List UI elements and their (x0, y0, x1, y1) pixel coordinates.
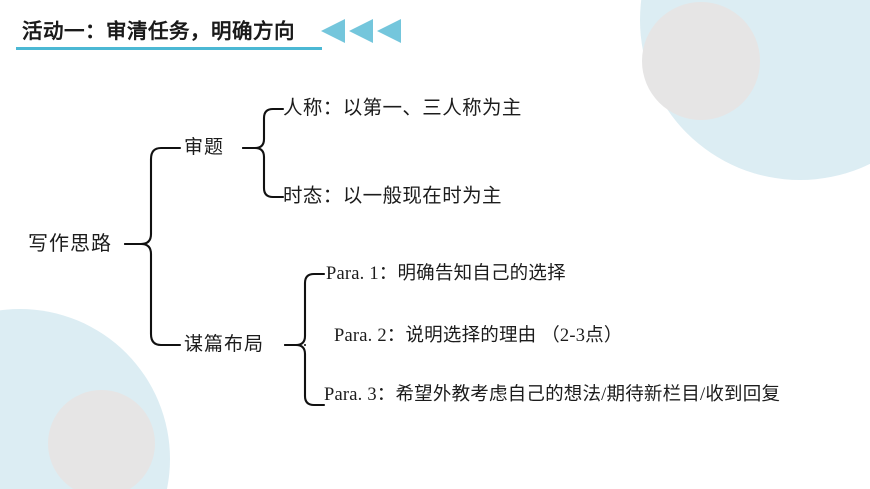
triple-left-chevron-icon (315, 18, 407, 44)
mindmap-leaf-para-3: Para. 3：希望外教考虑自己的想法/期待新栏目/收到回复 (324, 385, 781, 405)
mindmap-branch-shenti: 审题 (184, 137, 225, 158)
title-block: 活动一：审清任务，明确方向 (16, 21, 322, 50)
mindmap-root-node: 写作思路 (28, 233, 112, 255)
mindmap-branch-moupianbuju: 谋篇布局 (184, 334, 265, 355)
mindmap-leaf-tense: 时态：以一般现在时为主 (283, 186, 502, 207)
mindmap-leaf-para-2: Para. 2：说明选择的理由 （2-3点） (334, 326, 623, 346)
mindmap-leaf-para-1: Para. 1：明确告知自己的选择 (326, 264, 566, 284)
page-title: 活动一：审清任务，明确方向 (22, 21, 295, 44)
title-underline (16, 47, 322, 50)
mindmap-leaf-person: 人称：以第一、三人称为主 (283, 98, 522, 119)
slide-header: 活动一：审清任务，明确方向 (16, 18, 407, 50)
